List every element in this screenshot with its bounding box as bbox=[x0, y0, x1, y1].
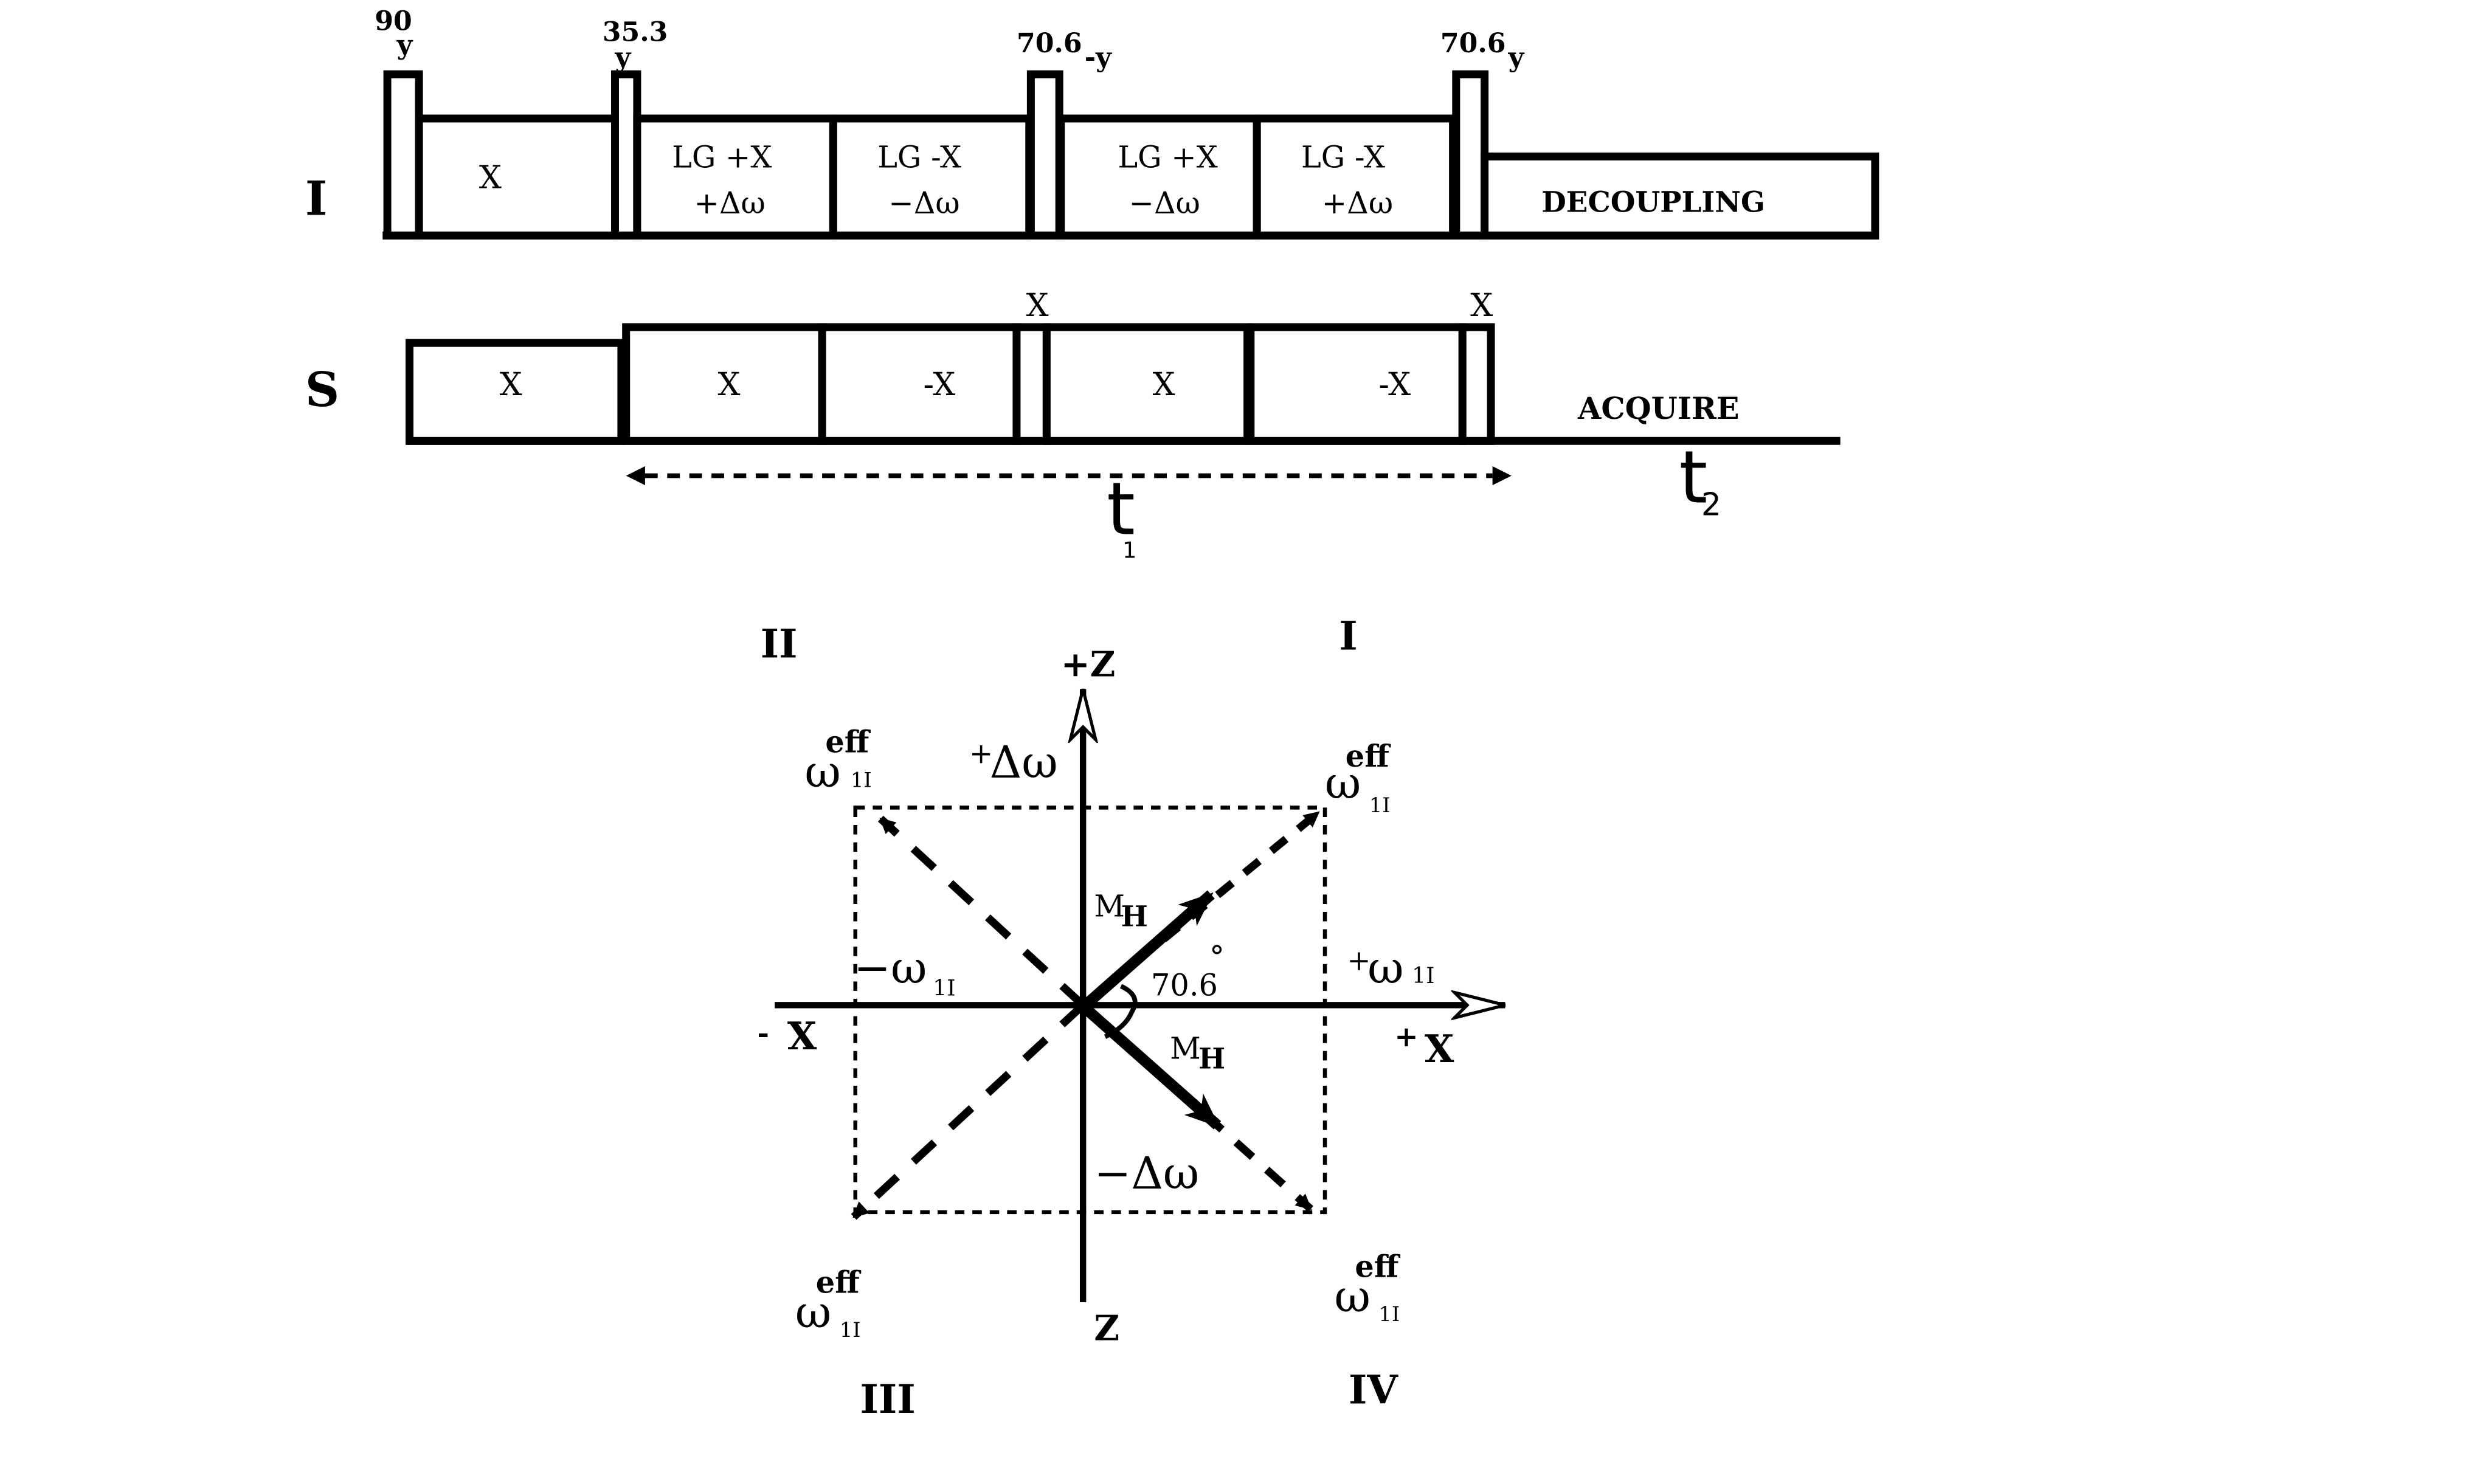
t1-label: t bbox=[1107, 468, 1135, 552]
i-block-lg1 bbox=[633, 114, 837, 240]
i-block-lg2-line1: LG -X bbox=[877, 140, 961, 175]
omega-symbol: ω bbox=[805, 747, 841, 798]
quadrant-label-i: I bbox=[1339, 613, 1357, 659]
s-block-2 bbox=[818, 323, 1021, 445]
s-block-cp-label: X bbox=[500, 367, 522, 403]
s-block-1-label: X bbox=[718, 367, 741, 403]
mh-label-upper: M bbox=[1094, 889, 1125, 924]
minus-omega-label: −ω bbox=[854, 942, 927, 994]
quadrant-label-iii: III bbox=[860, 1376, 916, 1423]
minus-x-sign: - bbox=[758, 1017, 769, 1051]
eff-field-vector-q3 bbox=[851, 1002, 1086, 1220]
eff-sub: 1I bbox=[1369, 793, 1391, 817]
i-block-decoupling bbox=[1481, 152, 1879, 240]
s-block-4-label: -X bbox=[1378, 367, 1411, 403]
i-block-lg4-line2: +Δω bbox=[1322, 185, 1393, 221]
pulse-70-y bbox=[1452, 70, 1489, 240]
i-block-lg3-line1: LG +X bbox=[1118, 140, 1217, 175]
minus-z-label: Z bbox=[1094, 1308, 1119, 1348]
effective-field-vector-diagram: I II III IV +Z Z + X - X + Δω −Δω + ω 1I… bbox=[758, 613, 1505, 1423]
eff-sub: 1I bbox=[1378, 1302, 1400, 1326]
angle-unit: ° bbox=[1209, 939, 1225, 975]
mh-label-lower-sub: H bbox=[1198, 1042, 1225, 1075]
minus-delta-omega-label: −Δω bbox=[1094, 1148, 1199, 1199]
i-block-lg3-line2: −Δω bbox=[1129, 185, 1200, 221]
mh-label-upper-sub: H bbox=[1121, 900, 1148, 933]
quadrant-label-ii: II bbox=[761, 621, 798, 667]
omega-symbol: ω bbox=[1325, 758, 1361, 809]
i-block-decoupling-label: DECOUPLING bbox=[1541, 185, 1765, 219]
i-block-lg2-line2: −Δω bbox=[888, 185, 959, 221]
omega-symbol: ω bbox=[795, 1287, 831, 1339]
t1-arrow-left-head bbox=[626, 466, 645, 486]
pulse-35y-angle: 35.3 bbox=[603, 17, 668, 48]
pulse-90y bbox=[383, 70, 423, 240]
channel-label-i: I bbox=[305, 171, 327, 227]
angle-arc bbox=[1104, 984, 1138, 1039]
s-block-4 bbox=[1246, 323, 1467, 445]
acquire-label: ACQUIRE bbox=[1577, 391, 1739, 426]
eff-field-label-q2: eff ω 1I bbox=[805, 724, 872, 798]
pulse-70-minus-y-angle: 70.6 bbox=[1017, 28, 1082, 59]
s-block-cp bbox=[405, 339, 626, 445]
magnetization-vector-down bbox=[1074, 998, 1222, 1130]
pulse-90y-angle: 90 bbox=[375, 5, 412, 36]
pulse-90y-phase: y bbox=[396, 29, 413, 60]
t2-subscript: 2 bbox=[1701, 486, 1721, 523]
i-block-lg1-line2: +Δω bbox=[694, 185, 766, 221]
eff-field-vector-q2 bbox=[877, 815, 1086, 1009]
minus-omega-sub: 1I bbox=[933, 975, 956, 1001]
pulse-70-minus-y bbox=[1026, 70, 1063, 240]
t2-label: t bbox=[1679, 436, 1707, 520]
plus-omega-label: ω bbox=[1367, 942, 1403, 994]
i-block-lg3 bbox=[1057, 114, 1261, 240]
pulse-70-y-angle: 70.6 bbox=[1440, 28, 1506, 59]
i-block-lg2 bbox=[829, 114, 1034, 240]
pulse-70-minus-y-phase: -y bbox=[1085, 42, 1112, 73]
mh-label-lower: M bbox=[1170, 1031, 1201, 1066]
eff-field-label-q3: eff ω 1I bbox=[795, 1265, 862, 1342]
eff-sup: eff bbox=[825, 724, 871, 759]
s-channel: S X X -X X X -X X ACQUIRE t 1 t 2 bbox=[305, 288, 1841, 564]
i-block-lg1-line1: LG +X bbox=[672, 140, 772, 175]
s-pulse-1 bbox=[1012, 323, 1051, 445]
eff-sup: eff bbox=[1346, 739, 1391, 774]
pulse-70-y-phase: y bbox=[1508, 42, 1525, 73]
s-block-3 bbox=[1042, 323, 1252, 445]
plus-delta-omega-label: Δω bbox=[990, 737, 1058, 789]
plus-delta-omega-sign: + bbox=[969, 738, 993, 771]
quadrant-label-iv: IV bbox=[1349, 1367, 1398, 1413]
eff-sub: 1I bbox=[851, 768, 872, 792]
eff-field-label-q4: eff ω 1I bbox=[1335, 1249, 1401, 1326]
pulse-35y-phase: y bbox=[614, 42, 631, 73]
s-block-2-label: -X bbox=[924, 367, 956, 403]
s-pulse-2-phase: X bbox=[1470, 288, 1493, 324]
angle-label: 70.6 bbox=[1151, 968, 1218, 1003]
plus-z-label: +Z bbox=[1061, 644, 1116, 685]
eff-field-label-q1: eff ω 1I bbox=[1325, 739, 1391, 817]
t1-subscript: 1 bbox=[1122, 537, 1136, 564]
effective-field-box bbox=[853, 806, 1327, 1215]
channel-label-s: S bbox=[305, 362, 339, 418]
minus-x-label: X bbox=[787, 1013, 817, 1058]
t1-arrow-right-head bbox=[1492, 466, 1512, 486]
eff-sup: eff bbox=[1355, 1249, 1400, 1284]
plus-omega-sub: 1I bbox=[1412, 962, 1435, 989]
plus-omega-sign: + bbox=[1347, 945, 1371, 978]
i-block-lg4-line1: LG -X bbox=[1301, 140, 1385, 175]
i-block-x-label: X bbox=[479, 159, 502, 196]
eff-sub: 1I bbox=[840, 1318, 861, 1342]
plus-x-label: X bbox=[1425, 1026, 1454, 1071]
i-block-x bbox=[415, 114, 620, 240]
eff-sup: eff bbox=[816, 1265, 862, 1300]
s-block-3-label: X bbox=[1153, 367, 1175, 403]
magnetization-vector-up bbox=[1074, 890, 1215, 1016]
omega-symbol: ω bbox=[1335, 1271, 1371, 1323]
i-channel: I 90 y X 35.3 y LG +X +Δω LG -X −Δω 70.6… bbox=[305, 5, 1879, 240]
plus-x-sign: + bbox=[1394, 1020, 1418, 1054]
s-pulse-1-phase: X bbox=[1026, 288, 1049, 324]
s-pulse-2 bbox=[1458, 323, 1495, 445]
